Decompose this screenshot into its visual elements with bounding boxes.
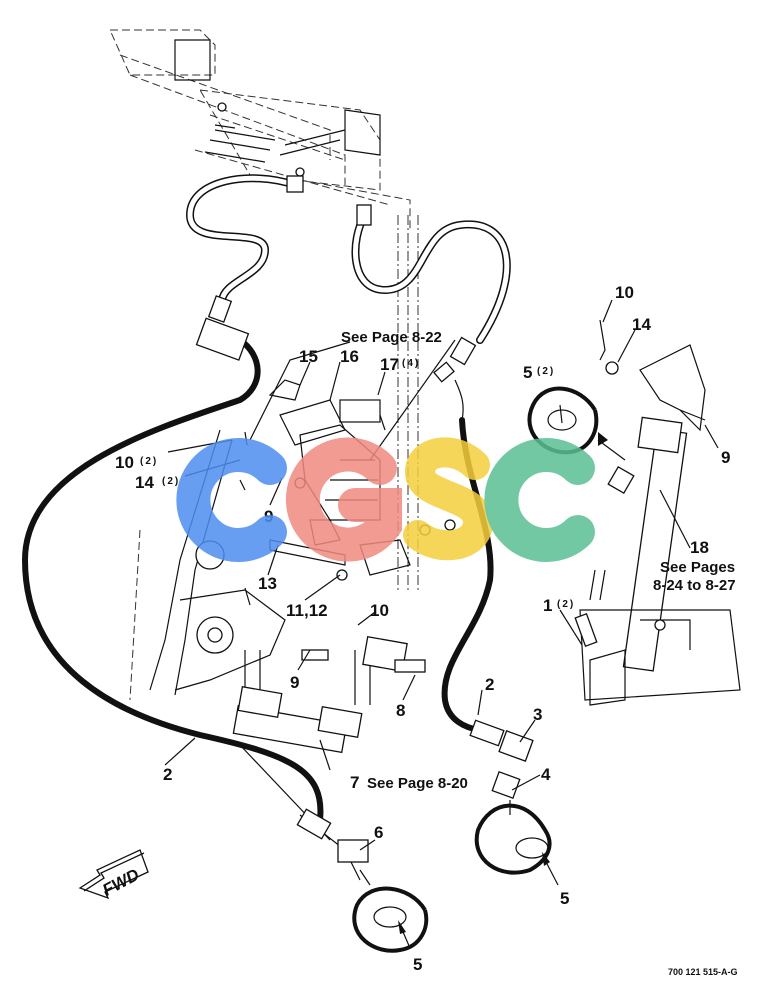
callout-18: 18 <box>690 538 709 557</box>
hose-right <box>433 361 494 733</box>
watermark-s <box>403 437 494 561</box>
callout-13: 13 <box>258 574 277 593</box>
note-page-8-22: See Page 8-22 <box>341 329 442 346</box>
leader-lines <box>164 299 719 851</box>
upper-hoses <box>185 174 511 366</box>
note-page-8-20: See Page 8-20 <box>367 775 468 792</box>
callout-10-left: 10 <box>115 453 134 472</box>
callout-9-mid: 9 <box>290 673 299 692</box>
callout-14-left: 14 <box>135 473 154 492</box>
note-pages-line1: See Pages <box>660 559 735 576</box>
watermark-logo <box>176 437 595 562</box>
note-pages-line2: 8-24 to 8-27 <box>653 577 736 594</box>
callout-7: 7 <box>350 773 359 792</box>
callout-14-left-qty: (2) <box>162 476 180 487</box>
callout-2-left: 2 <box>163 765 172 784</box>
lower-cylinder <box>232 635 426 881</box>
callout-1-qty: (2) <box>557 599 575 610</box>
callout-10-mid: 10 <box>370 601 389 620</box>
callout-5-top: 5 <box>523 363 532 382</box>
right-cylinder <box>574 319 741 706</box>
callouts: 10 14 5 (2) See Page 8-22 15 16 17 (4) 1… <box>115 283 738 977</box>
callout-11-12: 11,12 <box>286 601 328 620</box>
callout-5-bottom: 5 <box>413 955 422 974</box>
callout-2-right: 2 <box>485 675 494 694</box>
watermark-g <box>285 437 402 562</box>
callout-9-right: 9 <box>721 448 730 467</box>
detail-circle-bottom <box>352 869 429 953</box>
upper-frame <box>109 29 411 230</box>
callout-5-mid: 5 <box>560 889 569 908</box>
detail-circle-top <box>527 386 626 461</box>
callout-10-top: 10 <box>615 283 634 302</box>
hose-left <box>22 317 324 823</box>
callout-8: 8 <box>396 701 405 720</box>
callout-5-top-qty: (2) <box>537 366 555 377</box>
callout-4: 4 <box>541 765 551 784</box>
drawing-number: 700 121 515-A-G <box>668 967 738 977</box>
callout-17-qty: (4) <box>402 358 420 369</box>
fwd-arrow: FWD <box>78 849 149 900</box>
callout-10-left-qty: (2) <box>140 456 158 467</box>
watermark-c1 <box>176 438 287 562</box>
detail-circle-mid <box>474 800 559 886</box>
watermark-c2 <box>484 438 595 562</box>
callout-6: 6 <box>374 823 383 842</box>
callout-3: 3 <box>533 705 542 724</box>
callout-17: 17 <box>380 355 399 374</box>
callout-1: 1 <box>543 596 552 615</box>
callout-15: 15 <box>299 347 318 366</box>
callout-16: 16 <box>340 347 359 366</box>
lower-fittings <box>296 719 534 863</box>
callout-14-top: 14 <box>632 315 651 334</box>
